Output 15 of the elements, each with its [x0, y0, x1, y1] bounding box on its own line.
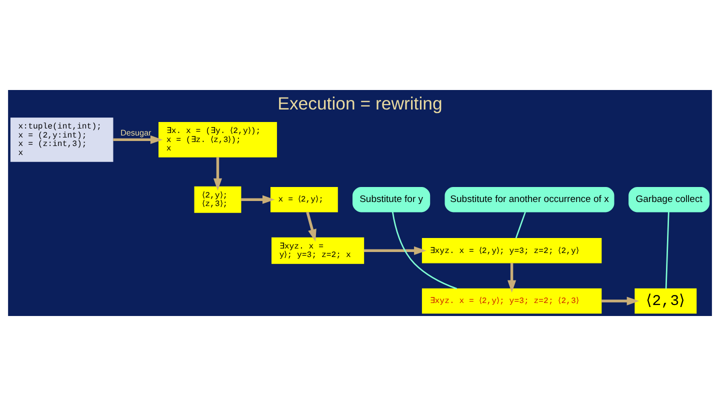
connector [665, 211, 670, 288]
arrow [241, 194, 275, 204]
node-box: Garbage collect [628, 186, 710, 212]
diagram-title: Execution = rewriting [278, 93, 442, 114]
arrow [364, 246, 426, 254]
node-box: Substitute for another occurrence of x [444, 186, 614, 212]
node-box: Substitute for y [352, 186, 430, 212]
arrow [113, 134, 163, 144]
node-box: ⟨2,3⟩ [634, 288, 697, 314]
arrow [306, 211, 316, 242]
connector [515, 211, 526, 238]
arrow [508, 262, 516, 292]
arrow [213, 156, 222, 190]
connector [392, 211, 457, 289]
arrow [601, 296, 640, 305]
